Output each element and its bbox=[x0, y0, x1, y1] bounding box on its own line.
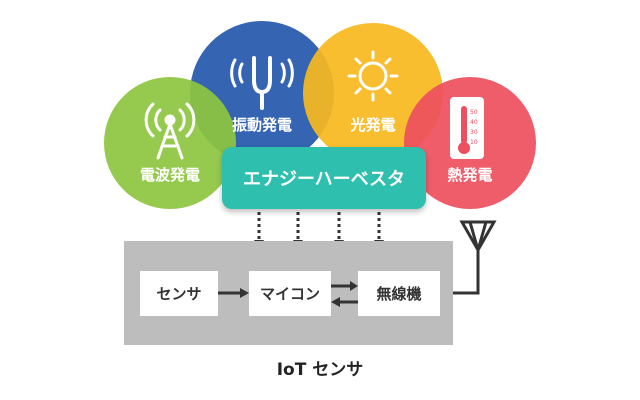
iot-sensor-caption: IoT センサ bbox=[276, 360, 364, 380]
sun-icon bbox=[347, 50, 399, 102]
heat-label: 熱発電 bbox=[447, 166, 493, 184]
mcu-box: マイコン bbox=[249, 271, 331, 316]
antenna-icon bbox=[144, 102, 196, 160]
radio-module-box: 無線機 bbox=[358, 271, 440, 316]
thermometer-icon: 50 40 30 10 bbox=[450, 97, 484, 159]
vibration-label: 振動発電 bbox=[231, 116, 292, 134]
energy-harvester-box: エナジーハーベスタ bbox=[222, 147, 426, 209]
scale-40: 40 bbox=[470, 119, 478, 126]
scale-30: 30 bbox=[470, 129, 478, 136]
scale-50: 50 bbox=[470, 109, 478, 116]
power-arrows bbox=[257, 212, 381, 240]
light-label: 光発電 bbox=[350, 116, 396, 134]
radio-label: 電波発電 bbox=[139, 166, 200, 184]
scale-10: 10 bbox=[470, 139, 478, 146]
tuning-fork-icon bbox=[230, 56, 294, 110]
sensor-box: センサ bbox=[140, 271, 218, 316]
radio-circle bbox=[104, 77, 236, 209]
